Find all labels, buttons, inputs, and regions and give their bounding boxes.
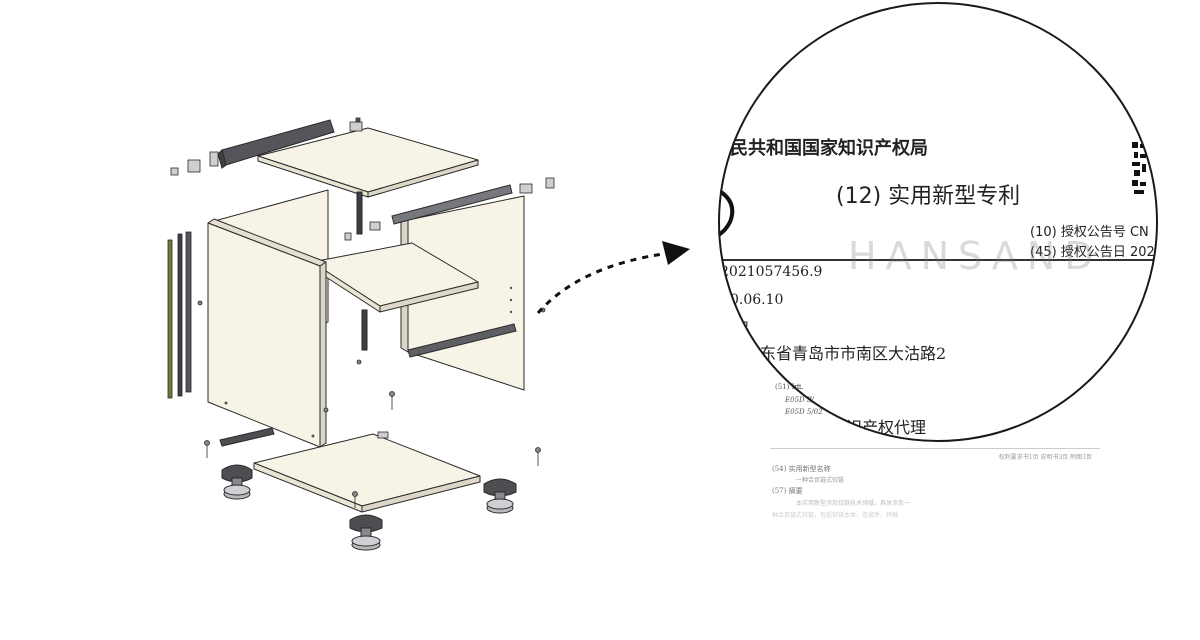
dashed-arrow [536, 241, 690, 314]
rail-lower [407, 323, 517, 358]
ipc-line-3: E05D 5/02 [785, 408, 823, 416]
rubber-strip [167, 239, 173, 399]
utility-model-title: 一种合页链式铰链 [796, 477, 845, 484]
ipc-line-1: (51) Int. [773, 383, 802, 391]
title-label: (54) 实用新型名称 [772, 465, 831, 473]
ipc-line-2: E05D 3/ [783, 396, 812, 404]
page-divider [770, 448, 1100, 449]
post-rear [356, 191, 363, 235]
rail-right [391, 184, 513, 225]
vertical-rail-1 [177, 233, 183, 397]
ipc-line-1: (51) Int. [775, 383, 804, 391]
vertical-rail-2 [185, 231, 192, 393]
magnifier-border [718, 2, 1158, 442]
bottom-panel [253, 433, 481, 507]
abstract-line-1: 本实用新型涉及铰链技术领域，具体涉及一 [796, 500, 911, 507]
abstract-line-2: 种合页链式铰链，包括铰链本体，连接件，转轴 [772, 512, 899, 519]
bottom-rail [219, 427, 275, 447]
abstract-label: (57) 摘要 [772, 487, 803, 495]
patent-document: (51) Int. E05D 3/ E05D 5/02 权利要求书1页 说明书3… [760, 378, 1100, 528]
post-middle [361, 309, 368, 351]
ipc-line-2: E05D 3/ [785, 396, 814, 404]
adjustable-foot-front [349, 514, 383, 551]
cabinet-exploded-diagram [167, 117, 555, 551]
adjustable-foot-right [483, 478, 517, 514]
ipc-line-3: E05D 5/02 [783, 408, 821, 416]
adjustable-foot-left [221, 464, 253, 500]
page-info: 权利要求书1页 说明书3页 附图3页 [998, 454, 1092, 461]
